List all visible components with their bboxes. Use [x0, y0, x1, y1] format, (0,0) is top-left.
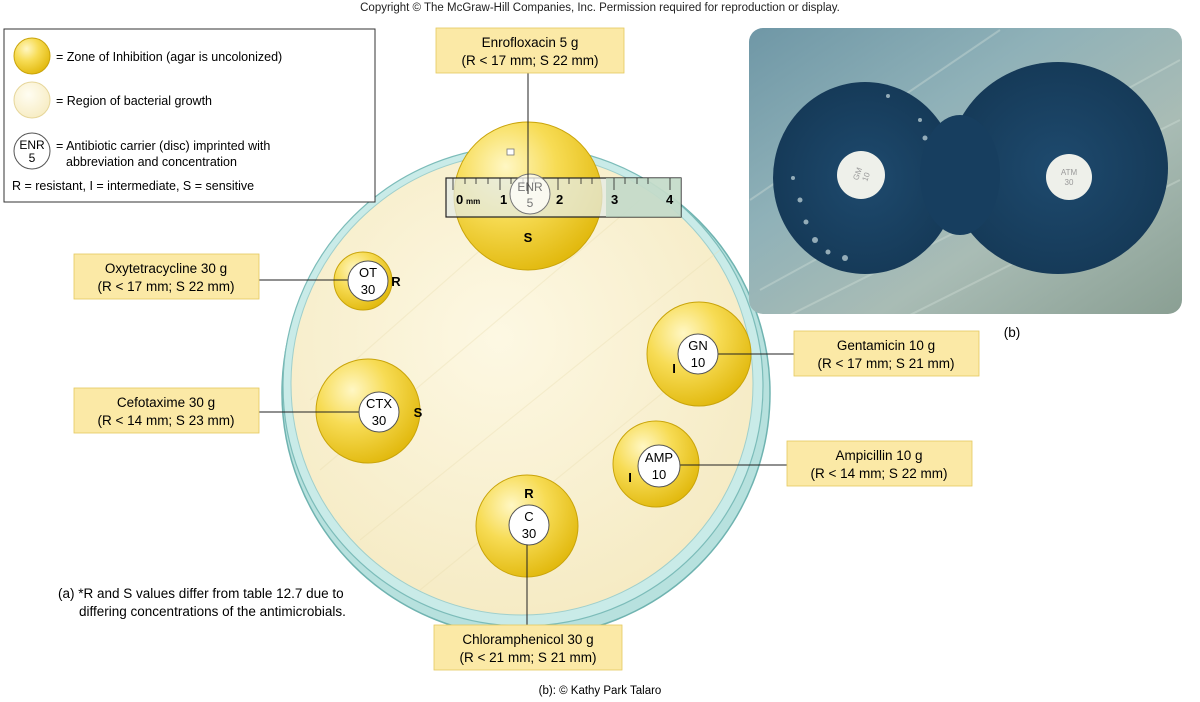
photo-disc-right-text-2: 30: [1065, 178, 1074, 187]
disc-enr-abbr: ENR: [517, 180, 543, 194]
result-enr: S: [524, 230, 533, 245]
ruler-tick-2: 2: [556, 192, 563, 207]
copyright-text: Copyright © The McGraw-Hill Companies, I…: [360, 2, 840, 14]
disc-amp: [637, 444, 681, 488]
ruler-tick-4: 4: [666, 192, 674, 207]
zone-gn: GN 10 I: [646, 301, 795, 407]
disc-gn-conc: 10: [691, 355, 705, 370]
photo-disc-right-text-1: ATM: [1061, 168, 1078, 177]
disc-ctx-conc: 30: [372, 413, 386, 428]
callout-ctx: Cefotaxime 30 g (R < 14 mm; S 23 mm): [73, 387, 260, 434]
callout-gn-name: Gentamicin 10 g: [837, 338, 935, 353]
disc-amp-conc: 10: [652, 467, 666, 482]
disc-c: [508, 504, 550, 546]
disc-ctx: [358, 391, 400, 433]
ruler-unit: mm: [466, 197, 480, 206]
callout-c-name: Chloramphenicol 30 g: [462, 632, 593, 647]
legend-disc-label-1: = Antibiotic carrier (disc) imprinted wi…: [56, 139, 270, 153]
disc-enr-conc: 5: [527, 196, 534, 210]
callout-enr-range: (R < 17 mm; S 22 mm): [462, 53, 599, 68]
photo-disc-left: [837, 151, 885, 199]
legend-zone-swatch: [13, 37, 51, 75]
zone-c: R C 30: [475, 474, 579, 625]
disc-amp-abbr: AMP: [645, 450, 673, 465]
petri-dish: [281, 145, 771, 638]
legend-disc-swatch: [13, 132, 51, 170]
disc-gn-abbr: GN: [688, 338, 708, 353]
result-ot: R: [391, 274, 401, 289]
callout-gn: Gentamicin 10 g (R < 17 mm; S 21 mm): [793, 330, 980, 377]
disc-ctx-abbr: CTX: [366, 396, 392, 411]
result-c: R: [524, 486, 534, 501]
ruler-tick-3: 3: [611, 192, 618, 207]
disc-c-abbr: C: [524, 509, 533, 524]
photo-disc-left-text-2: 10: [860, 171, 872, 183]
ruler: 0 mm 1 2 3 4: [445, 177, 682, 218]
photo-disc-left-text-1: GM: [851, 166, 864, 182]
disc-gn: [677, 333, 719, 375]
legend-growth-swatch: [13, 81, 51, 119]
callout-ctx-name: Cefotaxime 30 g: [117, 395, 215, 410]
callout-amp-name: Ampicillin 10 g: [835, 448, 922, 463]
disc-ot-conc: 30: [361, 282, 375, 297]
ruler-tick-1: 1: [500, 192, 507, 207]
zone-amp: AMP 10 I: [612, 420, 790, 508]
result-gn: I: [672, 361, 676, 376]
disc-ot-abbr: OT: [359, 265, 377, 280]
callout-ctx-range: (R < 14 mm; S 23 mm): [98, 413, 235, 428]
zone-ctx: CTX 30 S: [258, 358, 423, 464]
caption-line-1: (a) *R and S values differ from table 12…: [58, 586, 344, 601]
ruler-tick-0: 0: [456, 192, 463, 207]
callout-amp-range: (R < 14 mm; S 22 mm): [811, 466, 948, 481]
disc-ot: [347, 260, 389, 302]
callout-gn-range: (R < 17 mm; S 21 mm): [818, 356, 955, 371]
credit-text: (b): © Kathy Park Talaro: [539, 685, 662, 697]
legend-growth-label: = Region of bacterial growth: [56, 94, 212, 108]
result-amp: I: [628, 470, 632, 485]
callout-c-range: (R < 21 mm; S 21 mm): [460, 650, 597, 665]
legend-disc-abbr: ENR: [19, 138, 45, 152]
disc-enr: ENR 5: [509, 173, 551, 215]
callout-enr-name: Enrofloxacin 5 g: [482, 35, 579, 50]
legend-disc-label-2: abbreviation and concentration: [66, 155, 237, 169]
callout-ot-range: (R < 17 mm; S 22 mm): [98, 279, 235, 294]
callout-ot-name: Oxytetracycline 30 g: [105, 261, 227, 276]
legend-key: R = resistant, I = intermediate, S = sen…: [12, 179, 254, 193]
photo-plate: GM 10 ATM 30: [749, 28, 1182, 314]
result-ctx: S: [414, 405, 423, 420]
callout-ot: Oxytetracycline 30 g (R < 17 mm; S 22 mm…: [73, 253, 260, 300]
callout-enr: Enrofloxacin 5 g (R < 17 mm; S 22 mm): [435, 27, 625, 74]
zone-ot: OT 30 R: [258, 251, 401, 311]
legend-zone-label: = Zone of Inhibition (agar is uncolonize…: [56, 50, 282, 64]
disc-c-conc: 30: [522, 526, 536, 541]
photo-disc-right: [1046, 154, 1092, 200]
callout-amp: Ampicillin 10 g (R < 14 mm; S 22 mm): [786, 440, 973, 487]
legend: = Zone of Inhibition (agar is uncolonize…: [3, 28, 376, 203]
label-b: (b): [1004, 325, 1021, 340]
caption-line-2: differing concentrations of the antimicr…: [79, 604, 346, 619]
callout-c: Chloramphenicol 30 g (R < 21 mm; S 21 mm…: [433, 624, 623, 671]
legend-disc-conc: 5: [29, 151, 36, 165]
